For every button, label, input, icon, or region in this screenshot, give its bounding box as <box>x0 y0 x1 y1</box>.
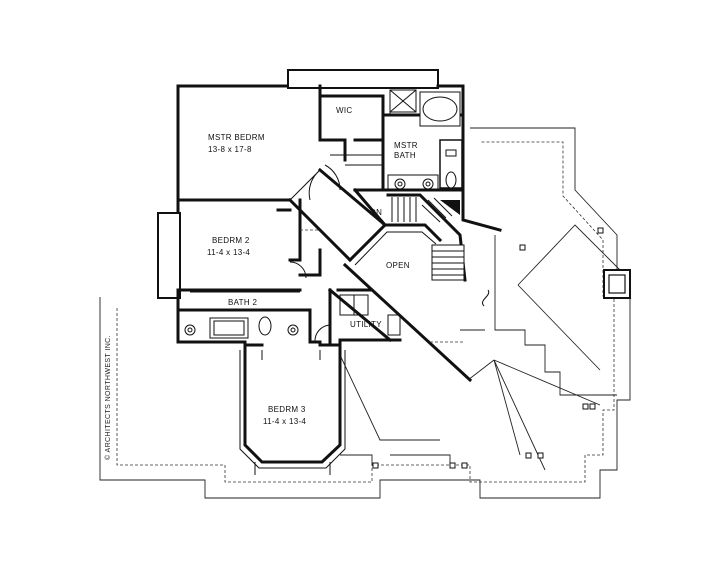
master-bath-label-1: MSTR <box>394 141 418 150</box>
staircase <box>386 193 467 282</box>
bath2-label: BATH 2 <box>228 298 257 307</box>
stairs-down-label: DN <box>370 208 382 217</box>
bedroom2-name: BEDRM 2 <box>212 236 250 245</box>
bedroom3-name: BEDRM 3 <box>268 405 306 414</box>
master-bath-label-2: BATH <box>394 151 416 160</box>
master-bedroom-size: 13-8 x 17-8 <box>208 145 252 154</box>
copyright-text: © ARCHITECTS NORTHWEST INC. <box>104 335 112 460</box>
room-labels: MSTR BEDRM 13-8 x 17-8 WIC MSTR BATH DN … <box>207 106 418 426</box>
open-label: OPEN <box>386 261 410 270</box>
utility-label: UTILITY <box>350 320 382 329</box>
wic-label: WIC <box>336 106 352 115</box>
bedroom2-size: 11-4 x 13-4 <box>207 248 250 257</box>
exterior-walls <box>157 69 502 475</box>
master-bedroom-name: MSTR BEDRM <box>208 133 265 142</box>
bedroom3-size: 11-4 x 13-4 <box>263 417 306 426</box>
roof-outline <box>99 127 631 499</box>
interior-walls <box>176 84 473 383</box>
